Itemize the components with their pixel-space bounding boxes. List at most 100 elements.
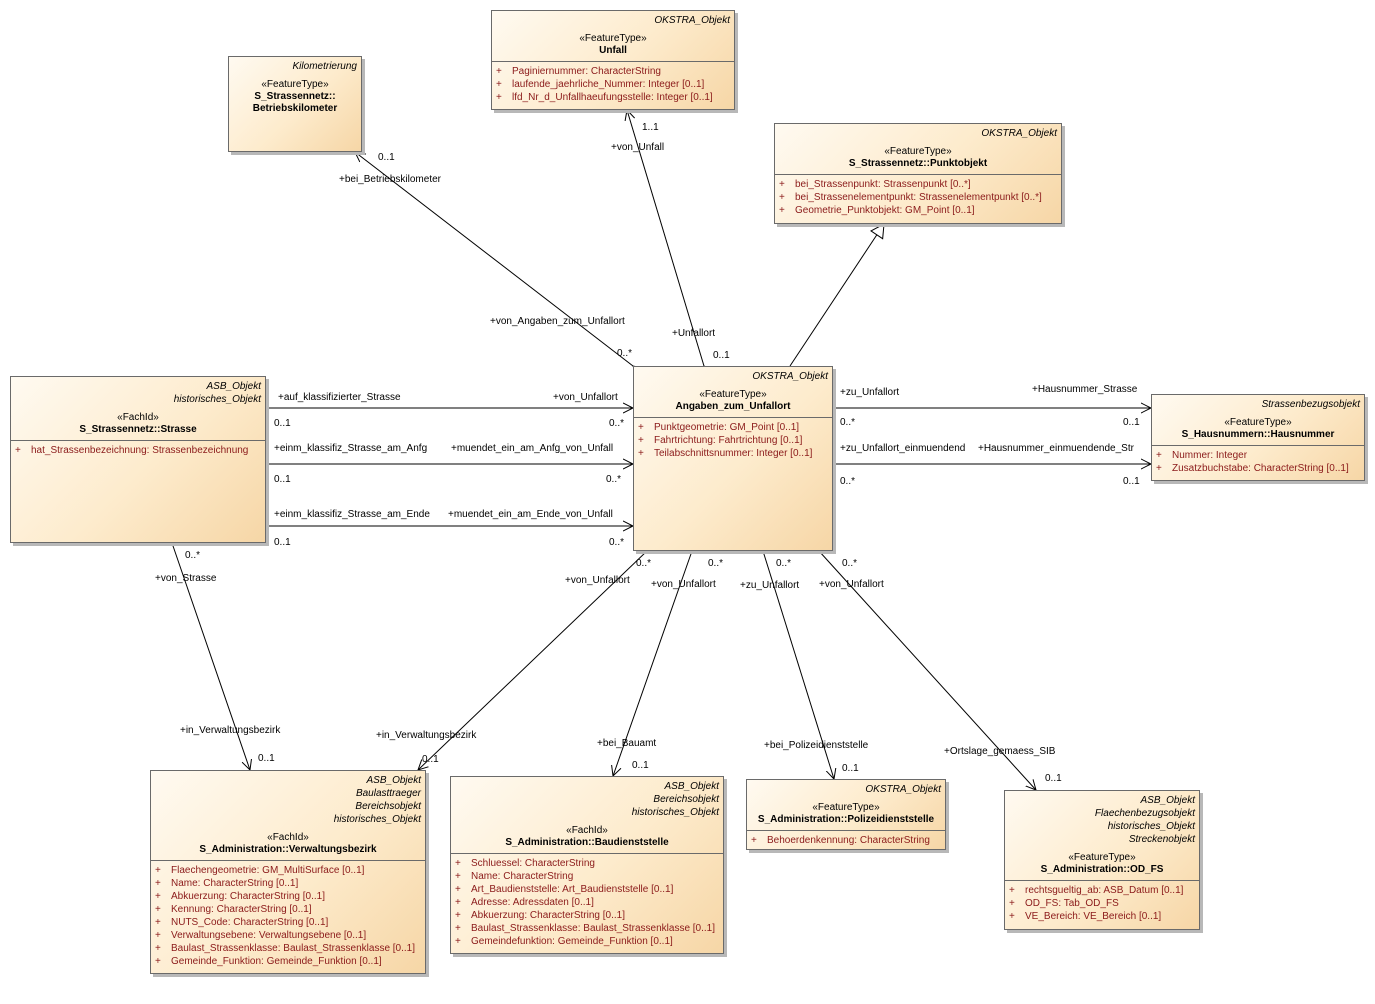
tag: historisches_Objekt: [333, 814, 421, 825]
role-label: +zu_Unfallort: [840, 387, 900, 398]
attribute-compartment: +Flaechengeometrie: GM_MultiSurface [0..…: [151, 860, 425, 971]
class-name: S_Hausnummern::Hausnummer: [1181, 429, 1335, 440]
tag: Strassenbezugsobjekt: [1261, 399, 1360, 410]
class-polizeidienststelle[interactable]: OKSTRA_Objekt «FeatureType» S_Administra…: [746, 779, 946, 850]
tag: Bereichsobjekt: [653, 794, 719, 805]
multiplicity-label: 0..1: [1123, 476, 1140, 487]
role-label: +von_Unfallort: [819, 579, 884, 590]
assoc-unfallort-verwaltungsbezirk[interactable]: [418, 551, 647, 770]
attribute: +VE_Bereich: VE_Bereich [0..1]: [1009, 911, 1162, 922]
attribute-compartment: +rechtsgueltig_ab: ASB_Datum [0..1] +OD_…: [1005, 880, 1199, 926]
class-name: S_Administration::Polizeidienststelle: [757, 814, 935, 825]
role-label: +auf_klassifizierter_Strasse: [278, 392, 401, 403]
attribute: +Geometrie_Punktobjekt: GM_Point [0..1]: [779, 205, 975, 216]
role-label: +einm_klassifiz_Strasse_am_Anfg: [274, 443, 428, 454]
role-label: +Unfallort: [672, 328, 716, 339]
tag: Baulasttraeger: [355, 788, 421, 799]
attribute-compartment: +Paginiernummer: CharacterString +laufen…: [492, 61, 734, 107]
role-label: +muendet_ein_am_Anfg_von_Unfall: [451, 443, 614, 454]
stereotype: «FachId»: [566, 825, 608, 836]
tag: ASB_Objekt: [1140, 795, 1195, 806]
class-strasse[interactable]: ASB_Objekt historisches_Objekt «FachId» …: [10, 376, 266, 543]
multiplicity-label: 0..*: [842, 558, 858, 569]
stereotype: «FeatureType»: [699, 389, 767, 400]
stereotype: «FeatureType»: [1224, 417, 1292, 428]
role-label: +in_Verwaltungsbezirk: [376, 730, 477, 741]
tag: Kilometrierung: [292, 61, 357, 72]
role-label: +zu_Unfallort_einmuendend: [840, 443, 966, 454]
class-baudienststelle[interactable]: ASB_Objekt Bereichsobjekt historisches_O…: [450, 776, 724, 954]
attribute: +laufende_jaehrliche_Nummer: Integer [0.…: [496, 79, 705, 90]
multiplicity-label: 0..1: [274, 474, 291, 485]
attribute: +Abkuerzung: CharacterString [0..1]: [155, 891, 325, 902]
tag: ASB_Objekt: [664, 781, 719, 792]
attribute: +Adresse: Adressdaten [0..1]: [455, 897, 594, 908]
tag: ASB_Objekt: [366, 775, 421, 786]
attribute: +OD_FS: Tab_OD_FS: [1009, 898, 1119, 909]
multiplicity-label: 0..1: [1045, 773, 1062, 784]
tag: Flaechenbezugsobjekt: [1094, 808, 1195, 819]
stereotype: «FeatureType»: [261, 79, 329, 90]
role-label: +von_Unfallort: [553, 392, 618, 403]
class-hausnummer[interactable]: Strassenbezugsobjekt «FeatureType» S_Hau…: [1151, 394, 1365, 481]
multiplicity-label: 0..1: [713, 350, 730, 361]
multiplicity-label: 0..*: [609, 418, 625, 429]
attribute-compartment: +Behoerdenkennung: CharacterString: [747, 830, 945, 850]
attribute-compartment: +Nummer: Integer +Zusatzbuchstabe: Chara…: [1152, 445, 1364, 478]
multiplicity-label: 0..1: [1123, 417, 1140, 428]
generalization-punktobjekt[interactable]: [789, 223, 885, 367]
attribute: +Flaechengeometrie: GM_MultiSurface [0..…: [155, 865, 365, 876]
class-name: S_Strassennetz::Punktobjekt: [848, 158, 988, 169]
tag: OKSTRA_Objekt: [865, 784, 941, 795]
assoc-unfallort-odfs[interactable]: [819, 551, 1036, 790]
attribute: +bei_Strassenelementpunkt: Strasseneleme…: [779, 192, 1042, 203]
assoc-strasse-verwaltungsbezirk[interactable]: [172, 543, 250, 770]
attribute-compartment: +hat_Strassenbezeichnung: Strassenbezeic…: [11, 440, 265, 460]
class-od-fs[interactable]: ASB_Objekt Flaechenbezugsobjekt historis…: [1004, 790, 1200, 930]
stereotype: «FeatureType»: [884, 146, 952, 157]
attribute: +lfd_Nr_d_Unfallhaeufungsstelle: Integer…: [496, 92, 713, 103]
role-label: +von_Unfallort: [565, 575, 630, 586]
stereotype: «FachId»: [117, 412, 159, 423]
attribute: +rechtsgueltig_ab: ASB_Datum [0..1]: [1009, 885, 1184, 896]
class-name: S_Strassennetz::: [254, 91, 336, 102]
attribute: +Nummer: Integer: [1156, 450, 1248, 461]
multiplicity-label: 0..1: [258, 753, 275, 764]
tag: OKSTRA_Objekt: [654, 15, 730, 26]
attribute: +Schluessel: CharacterString: [455, 858, 595, 869]
class-unfall[interactable]: OKSTRA_Objekt «FeatureType» Unfall +Pagi…: [491, 10, 735, 110]
stereotype: «FeatureType»: [812, 802, 880, 813]
tag: Bereichsobjekt: [355, 801, 421, 812]
attribute: +Baulast_Strassenklasse: Baulast_Strasse…: [455, 923, 716, 934]
multiplicity-label: 1..1: [642, 122, 659, 133]
class-angaben-zum-unfallort[interactable]: OKSTRA_Objekt «FeatureType» Angaben_zum_…: [633, 366, 833, 551]
attribute: +Behoerdenkennung: CharacterString: [751, 835, 930, 846]
attribute: +Verwaltungsebene: Verwaltungsebene [0..…: [155, 930, 367, 941]
role-label: +bei_Betriebskilometer: [339, 174, 441, 185]
role-label: +von_Strasse: [155, 573, 217, 584]
attribute-compartment: +bei_Strassenpunkt: Strassenpunkt [0..*]…: [775, 174, 1061, 220]
assoc-unfallort-baudienststelle[interactable]: [613, 551, 692, 776]
class-name: S_Administration::OD_FS: [1040, 864, 1164, 875]
class-name: S_Administration::Baudienststelle: [505, 837, 669, 848]
tag: OKSTRA_Objekt: [981, 128, 1057, 139]
attribute: +bei_Strassenpunkt: Strassenpunkt [0..*]: [779, 179, 971, 190]
stereotype: «FeatureType»: [579, 33, 647, 44]
attribute: +Punktgeometrie: GM_Point [0..1]: [638, 422, 800, 433]
attribute: +Name: CharacterString: [455, 871, 574, 882]
class-verwaltungsbezirk[interactable]: ASB_Objekt Baulasttraeger Bereichsobjekt…: [150, 770, 426, 974]
multiplicity-label: 0..*: [609, 537, 625, 548]
class-punktobjekt[interactable]: OKSTRA_Objekt «FeatureType» S_Strassenne…: [774, 123, 1062, 224]
multiplicity-label: 0..*: [776, 558, 792, 569]
class-name: Unfall: [599, 45, 627, 56]
tag: historisches_Objekt: [631, 807, 719, 818]
attribute: +Gemeinde_Funktion: Gemeinde_Funktion [0…: [155, 956, 382, 967]
tag: OKSTRA_Objekt: [752, 371, 828, 382]
attribute: +Baulast_Strassenklasse: Baulast_Strasse…: [155, 943, 416, 954]
assoc-betriebskilometer[interactable]: [355, 152, 633, 366]
class-betriebskilometer[interactable]: Kilometrierung «FeatureType» S_Strassenn…: [228, 56, 362, 152]
tag: ASB_Objekt: [206, 381, 261, 392]
tag: historisches_Objekt: [1107, 821, 1195, 832]
